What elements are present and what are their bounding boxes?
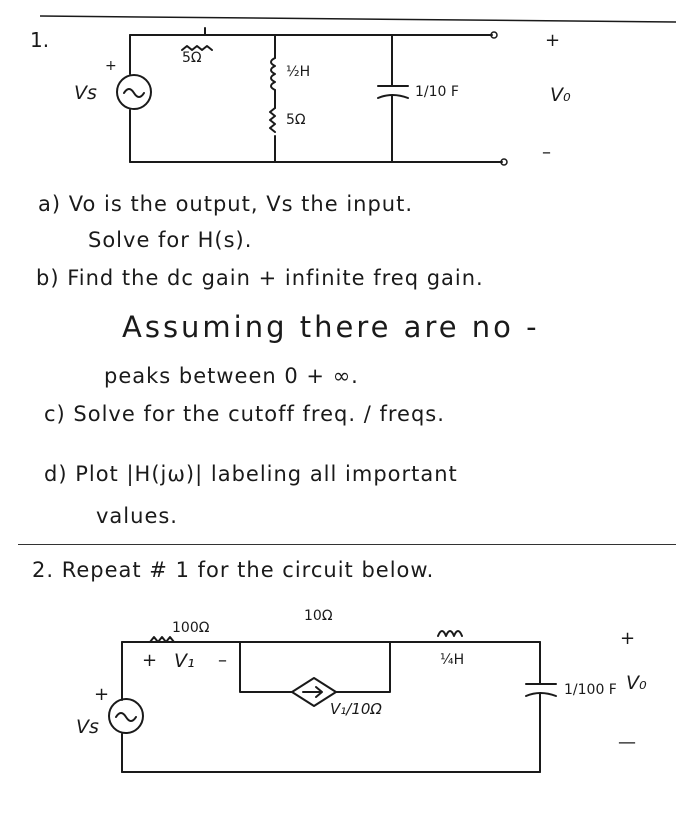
source-2-plus: + (94, 684, 110, 705)
question-a-line2: Solve for H(s). (88, 228, 253, 252)
voltage-source-2 (108, 698, 144, 734)
r2-label: 5Ω (286, 112, 306, 128)
capacitor-2-label: 1/100 F (564, 682, 617, 698)
voltage-source-1 (116, 74, 152, 110)
output-label: V₀ (550, 84, 571, 106)
question-c: c) Solve for the cutoff freq. / freqs. (44, 402, 445, 426)
output-minus: – (542, 142, 551, 163)
resistor-1 (181, 45, 213, 51)
inductor-2-label: ¼H (440, 652, 465, 668)
v1-plus: + (142, 650, 158, 671)
circuit-2 (108, 630, 557, 773)
assumption-line2: peaks between 0 + ∞. (104, 364, 359, 388)
inductor-2 (437, 630, 463, 637)
v1-label: V₁ (174, 650, 195, 672)
resistor-2 (269, 107, 276, 133)
inductor-1 (270, 57, 276, 91)
inductor-label: ½H (286, 64, 311, 80)
output-plus: + (545, 30, 561, 51)
question-d-line2: values. (96, 504, 178, 528)
circuit-1 (39, 15, 677, 166)
v1-minus: – (218, 650, 227, 671)
section-divider (18, 544, 676, 545)
resistor-100 (149, 636, 175, 643)
source-2-label: Vs (76, 716, 99, 738)
r1-label: 5Ω (182, 50, 202, 66)
output-2-minus: — (618, 732, 636, 753)
dependent-source-label: V₁/10Ω (330, 700, 382, 718)
output-2-plus: + (620, 628, 636, 649)
dependent-source (291, 677, 337, 707)
r-10-label: 10Ω (304, 608, 333, 624)
question-b: b) Find the dc gain + infinite freq gain… (36, 266, 484, 290)
assumption-line1: Assuming there are no - (122, 310, 540, 344)
source-label: Vs (74, 82, 97, 104)
r-100-label: 100Ω (172, 620, 210, 636)
question-d-line1: d) Plot |H(jω)| labeling all important (44, 462, 458, 486)
capacitor-label: 1/10 F (415, 84, 459, 100)
problem-2-statement: 2. Repeat # 1 for the circuit below. (32, 558, 435, 582)
source-plus: + (105, 58, 117, 74)
output-2-label: V₀ (626, 672, 647, 694)
question-a-line1: a) Vo is the output, Vs the input. (38, 192, 414, 216)
problem-1-number: 1. (30, 28, 50, 52)
